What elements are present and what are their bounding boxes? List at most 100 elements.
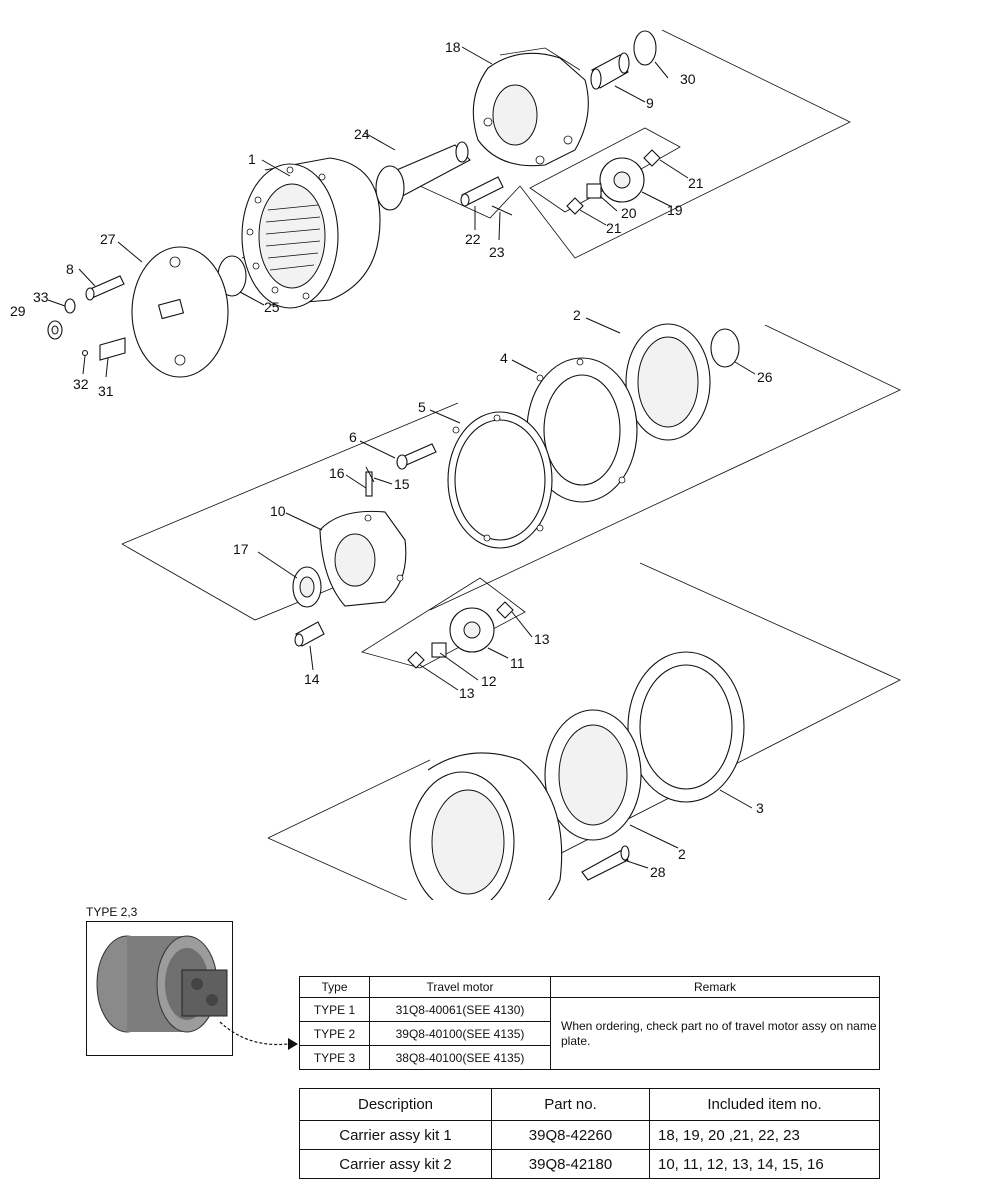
- table-row: Carrier assy kit 1 39Q8-42260 18, 19, 20…: [299, 1120, 880, 1150]
- callout-33: 33: [33, 289, 49, 305]
- callout-27: 27: [100, 231, 116, 247]
- inset-pointer-arrow: [219, 1021, 298, 1050]
- table-header-row: Type Travel motor Remark: [299, 976, 880, 998]
- bushing-part-9: [590, 52, 630, 90]
- callout-21-upper: 21: [688, 175, 704, 191]
- floating-seal-part-3: [627, 651, 745, 803]
- callout-2-upper: 2: [573, 307, 581, 323]
- description-cell: Carrier assy kit 1: [299, 1120, 492, 1150]
- plug-part-29: [47, 320, 63, 340]
- table-row: TYPE 3 38Q8-40100(SEE 4135): [299, 1045, 880, 1070]
- sun-gear-part-17: [292, 566, 322, 608]
- callout-29: 29: [10, 303, 26, 319]
- callout-32: 32: [73, 376, 89, 392]
- callout-31: 31: [98, 383, 114, 399]
- type-cell: TYPE 1: [299, 997, 370, 1022]
- table-row: Carrier assy kit 2 39Q8-42180 10, 11, 12…: [299, 1149, 880, 1179]
- needle-bearing-part-20: [586, 183, 602, 199]
- bolt-part-28: [581, 845, 630, 881]
- callout-15: 15: [394, 476, 410, 492]
- carrier-kit-table: Description Part no. Included item no. C…: [299, 1088, 880, 1179]
- planet-gear-part-19: [599, 157, 645, 203]
- planet-carrier-part-10: [319, 510, 407, 607]
- cover-part-26: [710, 328, 740, 368]
- bearing-part-2-upper: [625, 323, 711, 441]
- description-cell: Carrier assy kit 2: [299, 1149, 492, 1179]
- bolt-part-8: [85, 275, 125, 301]
- included-items-cell: 10, 11, 12, 13, 14, 15, 16: [649, 1149, 880, 1179]
- travel-motor-cell: 31Q8-40061(SEE 4130): [369, 997, 551, 1022]
- table-row: TYPE 2 39Q8-40100(SEE 4135): [299, 1021, 880, 1046]
- column-header-description: Description: [299, 1088, 492, 1121]
- callout-3: 3: [756, 800, 764, 816]
- included-items-cell: 18, 19, 20 ,21, 22, 23: [649, 1120, 880, 1150]
- travel-motor-photo: [86, 921, 233, 1056]
- callout-13-lower: 13: [459, 685, 475, 701]
- thrust-washer-part-13-lower: [407, 651, 425, 669]
- table-header-row: Description Part no. Included item no.: [299, 1088, 880, 1121]
- part-no-cell: 39Q8-42260: [491, 1120, 650, 1150]
- snap-ring-part-30: [633, 30, 657, 66]
- callout-6: 6: [349, 429, 357, 445]
- column-header-part-no: Part no.: [491, 1088, 650, 1121]
- callout-8: 8: [66, 261, 74, 277]
- callout-5: 5: [418, 399, 426, 415]
- thrust-washer-part-13-upper: [496, 601, 514, 619]
- hub-part-7: [409, 752, 563, 900]
- travel-motor-cell: 39Q8-40100(SEE 4135): [369, 1021, 551, 1046]
- type-cell: TYPE 3: [299, 1045, 370, 1070]
- callout-25: 25: [264, 299, 280, 315]
- callout-18: 18: [445, 39, 461, 55]
- type-cell: TYPE 2: [299, 1021, 370, 1046]
- spring-pin-part-23: [491, 205, 513, 216]
- travel-motor-image: [87, 922, 232, 1055]
- travel-motor-cell: 38Q8-40100(SEE 4135): [369, 1045, 551, 1070]
- pin-part-22: [460, 176, 504, 207]
- gasket-part-5: [447, 411, 553, 549]
- exploded-parts-diagram: 1 2 2 3 4 5 6 7 8 9 10 11 12 13 13 14 15…: [10, 29, 901, 900]
- callout-12: 12: [481, 673, 497, 689]
- planet-carrier-part-18: [472, 47, 589, 167]
- callout-19: 19: [667, 202, 683, 218]
- needle-bearing-part-12: [431, 642, 447, 658]
- table-row: TYPE 1 31Q8-40061(SEE 4130) When orderin…: [299, 997, 880, 1070]
- bearing-part-2-lower: [544, 709, 642, 841]
- ring-gear-part-1: [241, 157, 381, 309]
- travel-motor-type-table: Type Travel motor Remark TYPE 1 31Q8-400…: [299, 976, 880, 1070]
- leader-lines: [47, 46, 756, 869]
- rivet-part-32: [81, 349, 89, 357]
- thrust-washer-part-21-lower: [566, 197, 584, 215]
- callout-1: 1: [248, 151, 256, 167]
- callout-28: 28: [650, 864, 666, 880]
- callout-23: 23: [489, 244, 505, 260]
- thrust-washer-part-21-upper: [643, 149, 661, 167]
- column-header-travel-motor: Travel motor: [369, 976, 551, 998]
- callout-4: 4: [500, 350, 508, 366]
- bolt-part-6: [396, 443, 437, 470]
- column-header-remark: Remark: [550, 976, 880, 998]
- planet-gear-part-11: [449, 607, 495, 653]
- callout-20: 20: [621, 205, 637, 221]
- callout-11: 11: [510, 655, 525, 671]
- callout-26: 26: [757, 369, 773, 385]
- callout-9: 9: [646, 95, 654, 111]
- planet-subgroup-frames: [361, 127, 681, 669]
- cover-plate-part-27: [131, 246, 229, 378]
- callout-16: 16: [329, 465, 345, 481]
- column-header-type: Type: [299, 976, 370, 998]
- callout-10: 10: [270, 503, 286, 519]
- floating-seal-part-4: [526, 357, 638, 503]
- callout-24: 24: [354, 126, 370, 142]
- pin-part-14: [294, 621, 325, 647]
- callout-2-lower: 2: [678, 846, 686, 862]
- column-header-included-items: Included item no.: [649, 1088, 880, 1121]
- callout-13-upper: 13: [534, 631, 550, 647]
- pin-part-15: [365, 466, 375, 483]
- callout-21-lower: 21: [606, 220, 622, 236]
- remark-cell: When ordering, check part no of travel m…: [550, 997, 880, 1070]
- callout-30: 30: [680, 71, 696, 87]
- drive-shaft-part-24: [375, 141, 471, 211]
- callout-14: 14: [304, 671, 320, 687]
- callout-22: 22: [465, 231, 481, 247]
- part-no-cell: 39Q8-42180: [491, 1149, 650, 1179]
